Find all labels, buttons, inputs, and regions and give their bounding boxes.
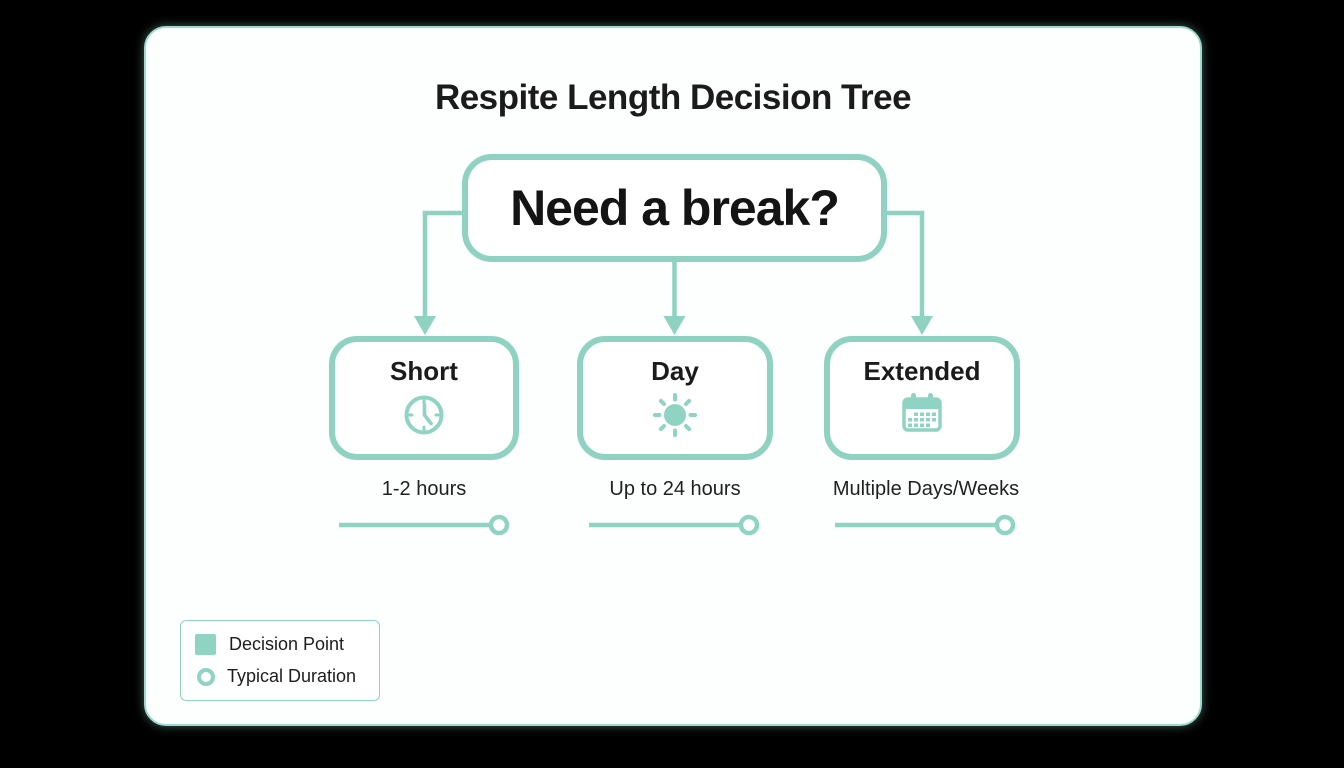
node-extended: Extended: [824, 336, 1020, 460]
node-short: Short: [329, 336, 519, 460]
legend-item-decision-point: Decision Point: [195, 634, 365, 655]
connector-right: [885, 210, 925, 318]
node-extended-label: Extended: [863, 355, 981, 386]
duration-slider-day-handle: [738, 514, 760, 536]
duration-slider-short-handle: [488, 514, 510, 536]
arrowhead-middle: [663, 316, 686, 335]
root-decision-node: Need a break?: [462, 154, 887, 262]
node-day-label: Day: [651, 355, 699, 386]
arrowhead-right: [911, 316, 933, 335]
page-title: Respite Length Decision Tree: [434, 78, 912, 117]
decision-tree-card: Respite Length Decision Tree Need a brea…: [144, 26, 1202, 726]
root-decision-label: Need a break?: [510, 180, 840, 236]
duration-label-day: Up to 24 hours: [609, 478, 741, 500]
node-short-label: Short: [390, 355, 458, 386]
legend-label-decision-point: Decision Point: [229, 634, 345, 654]
sun-icon: [653, 393, 697, 438]
legend-label-typical-duration: Typical Duration: [227, 666, 357, 686]
connector-left: [422, 210, 464, 318]
node-day: Day: [577, 336, 773, 460]
duration-label-extended: Multiple Days/Weeks: [832, 478, 1020, 500]
duration-slider-extended-handle: [994, 514, 1016, 536]
arrowhead-left: [414, 316, 436, 335]
clock-icon: [404, 395, 444, 435]
legend-item-typical-duration: Typical Duration: [195, 666, 365, 687]
duration-label-short: 1-2 hours: [381, 478, 467, 500]
legend: Decision Point Typical Duration: [180, 620, 380, 701]
calendar-icon: [902, 393, 942, 433]
typical-duration-swatch-icon: [197, 667, 215, 686]
decision-point-swatch-icon: [195, 634, 216, 655]
